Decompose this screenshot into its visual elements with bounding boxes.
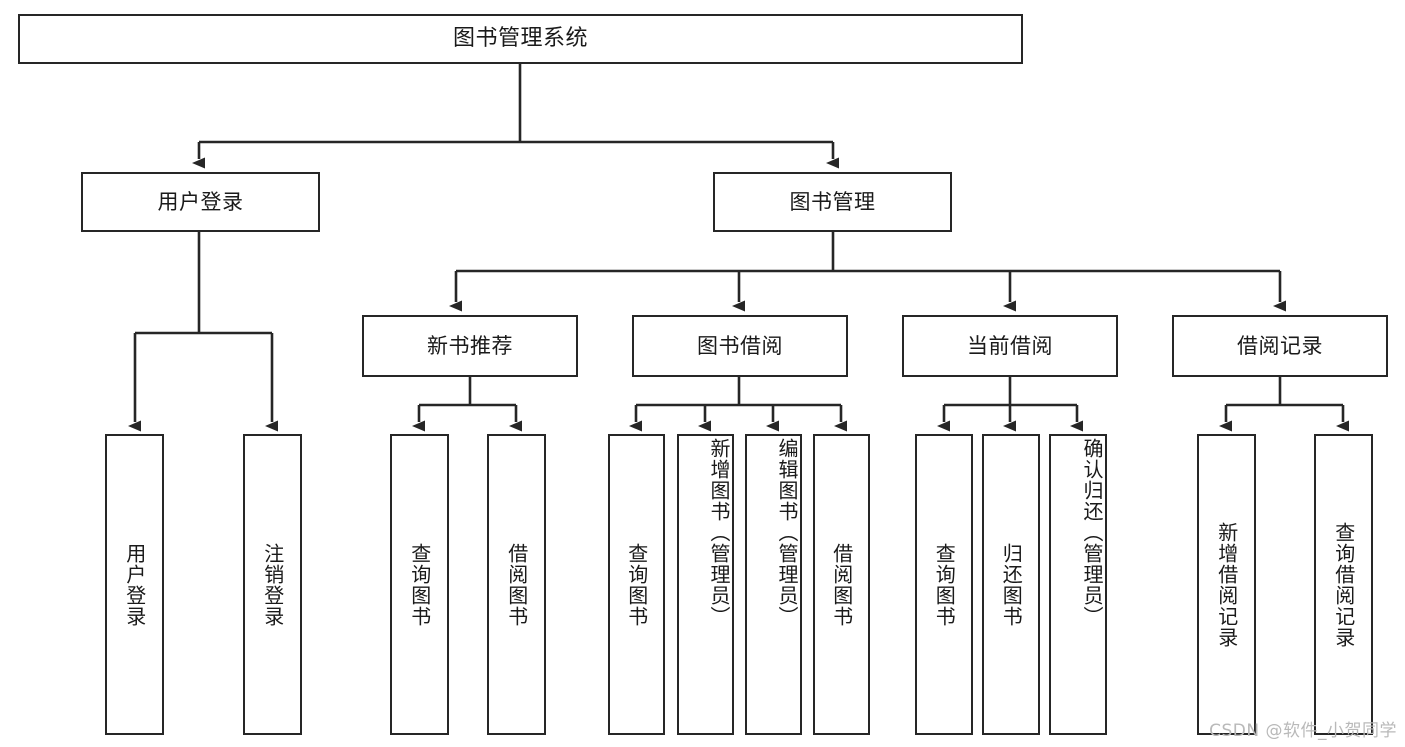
node-leaf-add-borrow-record-label: 新增借阅记录 <box>1214 521 1239 648</box>
node-book-borrow-label: 图书借阅 <box>697 333 783 358</box>
node-borrow-record-label: 借阅记录 <box>1237 333 1323 358</box>
node-leaf-edit-book-admin-label: 编辑图书（管理员） <box>775 438 799 627</box>
node-leaf-return-book[interactable]: 归还图书 <box>982 434 1040 735</box>
node-current-borrow[interactable]: 当前借阅 <box>902 315 1118 377</box>
node-leaf-add-book-admin-label: 新增图书（管理员） <box>707 438 731 627</box>
node-leaf-logout-login-label: 注销登录 <box>260 542 285 627</box>
node-leaf-borrow-book-2[interactable]: 借阅图书 <box>813 434 870 735</box>
node-book-borrow[interactable]: 图书借阅 <box>632 315 848 377</box>
node-leaf-user-login-label: 用户登录 <box>122 542 147 627</box>
node-new-book-recommend[interactable]: 新书推荐 <box>362 315 578 377</box>
node-leaf-query-book-1-label: 查询图书 <box>407 542 432 627</box>
node-leaf-query-book-1[interactable]: 查询图书 <box>390 434 449 735</box>
node-user-login-label: 用户登录 <box>157 189 244 214</box>
node-leaf-user-login[interactable]: 用户登录 <box>105 434 164 735</box>
node-leaf-add-book-admin[interactable]: 新增图书（管理员） <box>677 434 734 735</box>
csdn-watermark: CSDN @软件_小贺同学 <box>1209 721 1397 741</box>
node-leaf-logout-login[interactable]: 注销登录 <box>243 434 302 735</box>
node-book-management-label: 图书管理 <box>789 189 876 214</box>
node-leaf-confirm-return-admin[interactable]: 确认归还（管理员） <box>1049 434 1107 735</box>
node-leaf-query-book-2-label: 查询图书 <box>624 542 649 627</box>
node-leaf-return-book-label: 归还图书 <box>999 542 1024 627</box>
node-leaf-query-borrow-record[interactable]: 查询借阅记录 <box>1314 434 1373 735</box>
node-leaf-query-book-3-label: 查询图书 <box>932 542 957 627</box>
node-leaf-query-borrow-record-label: 查询借阅记录 <box>1331 521 1356 648</box>
node-leaf-query-book-2[interactable]: 查询图书 <box>608 434 665 735</box>
node-book-management[interactable]: 图书管理 <box>713 172 952 232</box>
node-leaf-confirm-return-admin-label: 确认归还（管理员） <box>1080 438 1104 627</box>
node-root-system-label: 图书管理系统 <box>452 26 588 52</box>
node-current-borrow-label: 当前借阅 <box>967 333 1053 358</box>
node-user-login[interactable]: 用户登录 <box>81 172 320 232</box>
node-leaf-borrow-book-2-label: 借阅图书 <box>829 542 854 627</box>
node-root-system[interactable]: 图书管理系统 <box>18 14 1023 64</box>
node-leaf-borrow-book-1-label: 借阅图书 <box>504 542 529 627</box>
node-leaf-query-book-3[interactable]: 查询图书 <box>915 434 973 735</box>
node-new-book-recommend-label: 新书推荐 <box>427 333 513 358</box>
node-leaf-add-borrow-record[interactable]: 新增借阅记录 <box>1197 434 1256 735</box>
node-leaf-borrow-book-1[interactable]: 借阅图书 <box>487 434 546 735</box>
node-borrow-record[interactable]: 借阅记录 <box>1172 315 1388 377</box>
node-leaf-edit-book-admin[interactable]: 编辑图书（管理员） <box>745 434 802 735</box>
